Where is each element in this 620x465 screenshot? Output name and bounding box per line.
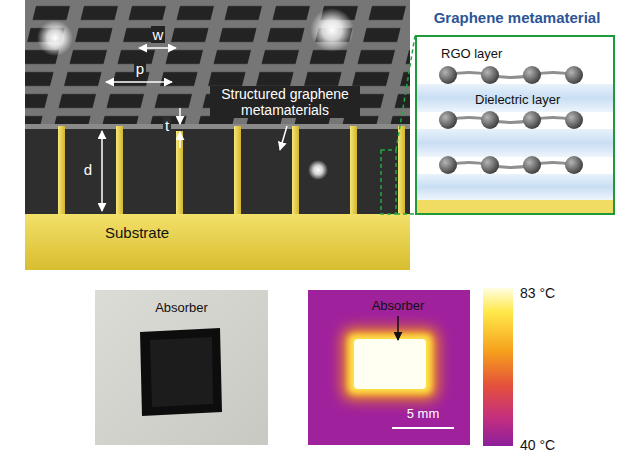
thermal-ground — [308, 290, 470, 445]
text-holder: Graphene metamaterial — [417, 9, 617, 27]
light-flare — [310, 8, 354, 52]
rgo-atoms — [439, 66, 583, 174]
dimension-label: p — [134, 60, 146, 77]
atom — [439, 111, 457, 129]
zoom-leader — [396, 213, 415, 215]
dimension-label: w — [151, 26, 166, 43]
dimension-label: t — [163, 117, 171, 134]
scale-bar — [392, 427, 454, 429]
fin — [292, 126, 299, 216]
inset-ground — [416, 36, 614, 214]
atom — [565, 66, 583, 84]
text-holder: 83 °C — [520, 284, 590, 302]
hot-absorber — [354, 339, 426, 389]
atom — [565, 111, 583, 129]
text-holder: t — [160, 117, 174, 135]
sample-label: Absorber — [372, 299, 425, 314]
atom — [481, 66, 499, 84]
scale-label: 5 mm — [407, 407, 440, 422]
period-arrow — [106, 81, 172, 83]
layer-label: RGO layer — [441, 47, 502, 62]
zoom-inset-box: Graphene metamaterialRGO layerDielectric… — [415, 35, 615, 215]
dielectric-band — [416, 174, 614, 200]
text-holder: Structured graphene metamaterials — [210, 86, 360, 119]
thermal-image — [308, 290, 470, 445]
colorbar-value: 40 °C — [520, 437, 555, 453]
part-label: Structured graphene metamaterials — [210, 86, 360, 118]
dielectric-band — [416, 129, 614, 157]
absorber-photo — [95, 290, 268, 445]
text-holder: Absorber — [348, 296, 448, 314]
illustration-ground — [25, 0, 410, 270]
temperature-colorbar — [483, 288, 513, 446]
dimension-label: d — [82, 161, 94, 178]
inset-substrate — [416, 200, 614, 214]
text-holder: w — [148, 26, 168, 44]
absorber-pointer — [397, 316, 399, 340]
absorber-sample — [140, 328, 222, 416]
atom — [523, 156, 541, 174]
fin — [116, 126, 123, 216]
text-holder: p — [130, 60, 150, 78]
trench-section — [25, 126, 410, 216]
text-holder: 5 mm — [392, 404, 454, 422]
text-holder: 40 °C — [520, 436, 590, 454]
atom — [565, 156, 583, 174]
atom — [439, 66, 457, 84]
sample-label: Absorber — [155, 301, 208, 316]
zoom-region — [381, 150, 396, 214]
part-label: Substrate — [105, 224, 169, 241]
zoom-leader — [396, 36, 415, 150]
leader-arrow — [280, 126, 287, 150]
light-flare — [308, 160, 328, 180]
colorbar-value: 83 °C — [520, 285, 555, 301]
thickness-arrow — [179, 132, 181, 148]
metamaterial-illustration — [25, 0, 410, 270]
thermal-panel: Absorber 5 mm — [308, 290, 470, 445]
dielectric-band — [416, 84, 614, 112]
atom — [439, 156, 457, 174]
photo-ground — [95, 290, 268, 445]
substrate-block — [25, 214, 410, 270]
text-holder: RGO layer — [441, 44, 561, 62]
text-holder: Absorber — [95, 298, 268, 316]
width-arrow — [139, 47, 176, 49]
yellow-fins — [58, 126, 405, 216]
atom — [481, 111, 499, 129]
layer-stack-drawing — [416, 36, 614, 214]
fin — [398, 126, 405, 216]
inset-title: Graphene metamaterial — [434, 9, 601, 26]
heat-glow — [348, 334, 432, 394]
light-flare — [37, 20, 73, 56]
photo-panel: Absorber — [95, 290, 268, 445]
fin — [350, 126, 357, 216]
text-holder: Dielectric layer — [475, 90, 605, 108]
atom — [523, 66, 541, 84]
graphene-bond — [448, 163, 574, 168]
graphene-bond — [448, 73, 574, 78]
text-holder: Substrate — [105, 224, 195, 242]
grid-top-surface — [25, 0, 410, 126]
thickness-arrow — [179, 108, 181, 124]
fin — [176, 131, 183, 216]
text-holder: d — [80, 161, 96, 179]
absorber-sheen — [150, 337, 213, 407]
graphene-bond — [448, 118, 574, 123]
depth-arrow — [101, 131, 103, 211]
layer-label: Dielectric layer — [475, 93, 560, 108]
heat-glow — [342, 328, 438, 400]
fin — [58, 126, 65, 216]
atom — [523, 111, 541, 129]
atom — [481, 156, 499, 174]
fin — [234, 126, 241, 216]
